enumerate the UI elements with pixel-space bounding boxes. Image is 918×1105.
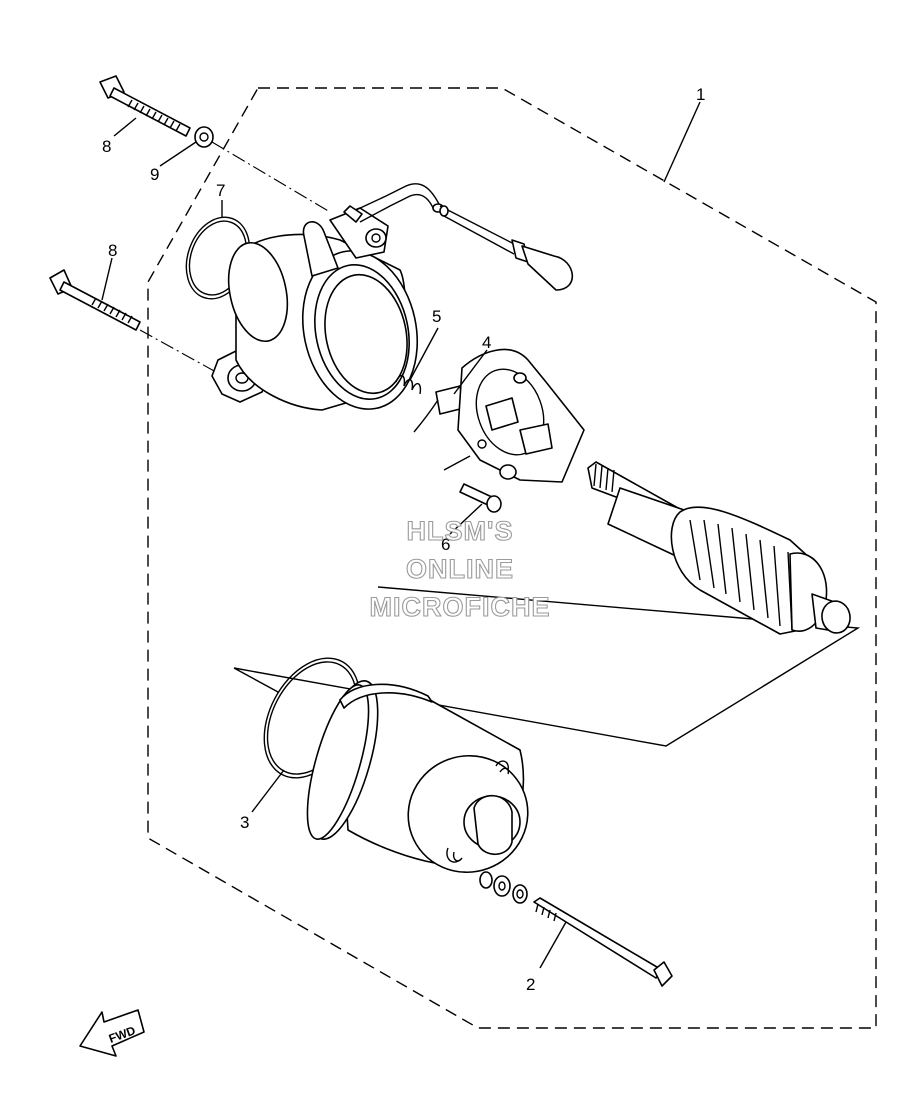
callout-1: 1 [696, 85, 705, 104]
callout-6: 6 [441, 535, 450, 554]
assembly-boundary-dashed [147, 87, 877, 1029]
yoke-motor-body [306, 680, 529, 874]
leader-3 [251, 769, 285, 813]
bolt-upper [99, 75, 191, 137]
leader-8a [113, 117, 137, 137]
leader-2 [539, 921, 567, 969]
washer [194, 126, 214, 148]
front-cover-housing [211, 183, 444, 411]
watermark: HLSM'S ONLINE MICROFICHE [369, 515, 551, 622]
callout-7: 7 [216, 181, 225, 200]
callout-2: 2 [526, 975, 535, 994]
callout-8-lower: 8 [108, 241, 117, 260]
callout-5: 5 [432, 307, 441, 326]
screw [459, 483, 502, 513]
fwd-arrow: FWD [79, 1009, 145, 1057]
callout-8-upper: 8 [102, 137, 111, 156]
leader-6 [449, 503, 483, 535]
through-bolt-washers [479, 871, 528, 904]
centerline-bolt-upper [211, 141, 331, 213]
leader-lines [101, 101, 701, 969]
leader-4 [453, 349, 488, 395]
callout-9: 9 [150, 165, 159, 184]
watermark-line-3: MICROFICHE [370, 592, 551, 622]
fwd-arrow-icon [79, 1009, 145, 1057]
watermark-line-2: ONLINE [406, 554, 514, 584]
armature [587, 461, 851, 635]
watermark-line-1: HLSM'S [407, 516, 514, 546]
through-bolt [533, 897, 673, 987]
bolt-lower [49, 269, 141, 331]
leader-8b [101, 257, 113, 301]
reference-plane-outline [233, 586, 861, 747]
leader-1 [663, 101, 701, 183]
lead-wire-cable [439, 205, 574, 291]
callout-3: 3 [240, 813, 249, 832]
leader-9 [159, 141, 197, 167]
leader-5 [409, 327, 439, 381]
brush [413, 385, 465, 433]
centerline-bolt-lower [139, 329, 217, 373]
brush-holder-plate [443, 348, 585, 483]
callout-4: 4 [482, 333, 491, 352]
